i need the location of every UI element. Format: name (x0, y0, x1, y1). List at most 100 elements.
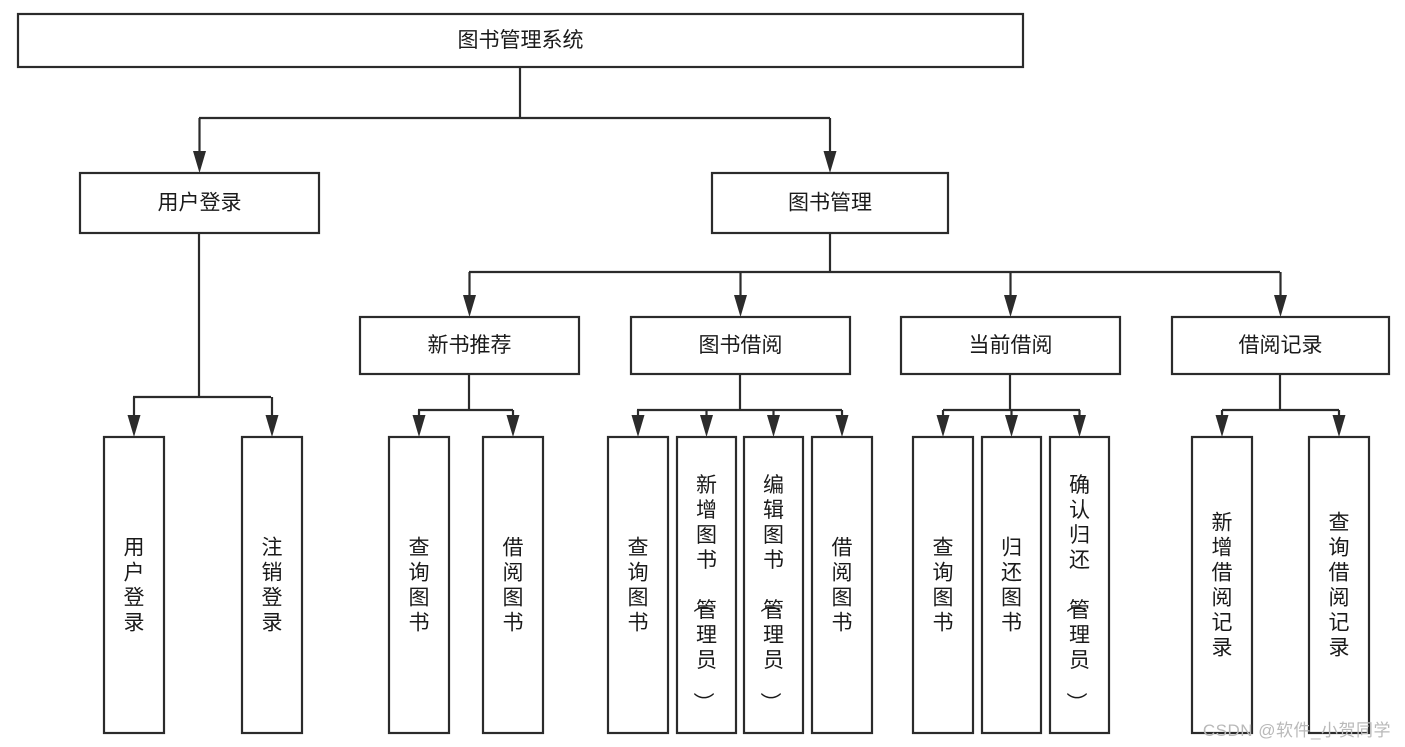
node-l-user-logout[interactable]: 注销登录 (240, 435, 304, 735)
node-label: 图书借阅 (699, 334, 783, 357)
node-n-current[interactable]: 当前借阅 (899, 315, 1122, 376)
edge-n-current-to-l-cb-query (936, 410, 950, 437)
connector-borrow-bus (637, 374, 842, 412)
node-label: 借阅图书 (503, 537, 524, 635)
node-box (16, 12, 1025, 69)
arrow-head-icon (1073, 415, 1086, 437)
node-l-rc-add[interactable]: 新增借阅记录 (1190, 435, 1254, 735)
edge-n-book-mgmt-to-n-borrow (734, 272, 747, 317)
node-label: 当前借阅 (969, 334, 1053, 357)
node-label: 图书管理系统 (458, 29, 584, 52)
node-l-cb-return[interactable]: 归还图书 (980, 435, 1043, 735)
edge-root-to-n-user-login (193, 118, 206, 173)
node-label: 编辑图书（管理员） (758, 474, 784, 713)
node-box (810, 435, 874, 735)
node-box (911, 435, 975, 735)
arrow-head-icon (463, 295, 476, 317)
arrow-head-icon (767, 415, 780, 437)
arrow-head-icon (412, 415, 426, 437)
node-label: 查询借阅记录 (1329, 512, 1350, 660)
node-box (240, 435, 304, 735)
edge-root-to-n-book-mgmt (823, 118, 837, 173)
node-l-bb-add[interactable]: 新增图书（管理员） (675, 435, 738, 735)
node-l-user-login[interactable]: 用户登录 (102, 435, 166, 735)
node-n-borrow[interactable]: 图书借阅 (629, 315, 852, 376)
node-box (481, 435, 545, 735)
node-label: 注销登录 (262, 537, 283, 635)
edge-n-new-rec-to-l-nr-borrow (506, 410, 520, 437)
node-l-cb-query[interactable]: 查询图书 (911, 435, 975, 735)
node-box (629, 315, 852, 376)
arrow-head-icon (823, 151, 837, 173)
node-root[interactable]: 图书管理系统 (16, 12, 1025, 69)
node-l-bb-edit[interactable]: 编辑图书（管理员） (742, 435, 805, 735)
node-l-bb-query[interactable]: 查询图书 (606, 435, 670, 735)
arrow-head-icon (734, 295, 747, 317)
node-box (78, 171, 321, 235)
connector-layer (127, 67, 1346, 437)
node-box (1048, 435, 1111, 735)
node-label: 借阅图书 (832, 537, 853, 635)
node-box (387, 435, 451, 735)
node-box (358, 315, 581, 376)
arrow-head-icon (631, 415, 645, 437)
node-l-cb-confirm[interactable]: 确认归还（管理员） (1048, 435, 1111, 735)
node-label: 新书推荐 (428, 334, 512, 357)
node-label: 用户登录 (158, 192, 242, 215)
edge-n-book-mgmt-to-n-new-rec (463, 272, 476, 317)
node-box (980, 435, 1043, 735)
edge-n-user-login-to-l-user-logout (265, 397, 279, 437)
node-box (899, 315, 1122, 376)
node-label: 图书管理 (788, 192, 872, 215)
node-n-user-login[interactable]: 用户登录 (78, 171, 321, 235)
edge-n-book-mgmt-to-n-current (1004, 272, 1017, 317)
node-label: 查询图书 (628, 537, 649, 635)
connector-user-login-bus (133, 233, 271, 399)
arrow-head-icon (1332, 415, 1346, 437)
node-label: 借阅记录 (1239, 334, 1323, 357)
edge-n-user-login-to-l-user-login (127, 397, 141, 437)
node-box (1307, 435, 1371, 735)
edge-n-records-to-l-rc-query (1332, 410, 1346, 437)
node-l-bb-borrow[interactable]: 借阅图书 (810, 435, 874, 735)
node-n-new-rec[interactable]: 新书推荐 (358, 315, 581, 376)
node-box (710, 171, 950, 235)
arrow-head-icon (1005, 415, 1018, 437)
edge-n-new-rec-to-l-nr-query (412, 410, 426, 437)
node-layer: 图书管理系统用户登录图书管理新书推荐图书借阅当前借阅借阅记录用户登录注销登录查询… (16, 12, 1391, 735)
connector-book-mgmt-bus (469, 233, 1280, 274)
node-n-book-mgmt[interactable]: 图书管理 (710, 171, 950, 235)
edge-n-borrow-to-l-bb-add (700, 410, 713, 437)
node-l-nr-borrow[interactable]: 借阅图书 (481, 435, 545, 735)
arrow-head-icon (700, 415, 713, 437)
node-l-rc-query[interactable]: 查询借阅记录 (1307, 435, 1371, 735)
connector-root-bus (199, 67, 830, 120)
node-label: 查询图书 (409, 537, 430, 635)
node-box (102, 435, 166, 735)
edge-n-records-to-l-rc-add (1215, 410, 1229, 437)
arrow-head-icon (193, 151, 206, 173)
node-box (1170, 315, 1391, 376)
arrow-head-icon (506, 415, 520, 437)
node-l-nr-query[interactable]: 查询图书 (387, 435, 451, 735)
node-box (606, 435, 670, 735)
node-label: 确认归还（管理员） (1064, 474, 1090, 713)
node-box (742, 435, 805, 735)
arrow-head-icon (1004, 295, 1017, 317)
node-box (1190, 435, 1254, 735)
node-label: 新增借阅记录 (1212, 512, 1233, 660)
connector-new-rec-bus (418, 374, 513, 412)
arrow-head-icon (936, 415, 950, 437)
node-label: 归还图书 (1001, 537, 1022, 635)
node-label: 新增图书（管理员） (691, 474, 717, 713)
arrow-head-icon (835, 415, 849, 437)
arrow-head-icon (265, 415, 279, 437)
node-n-records[interactable]: 借阅记录 (1170, 315, 1391, 376)
connector-current-bus (943, 374, 1080, 412)
arrow-head-icon (1274, 295, 1287, 317)
arrow-head-icon (1215, 415, 1229, 437)
edge-n-current-to-l-cb-return (1005, 410, 1018, 437)
edge-n-current-to-l-cb-confirm (1073, 410, 1086, 437)
